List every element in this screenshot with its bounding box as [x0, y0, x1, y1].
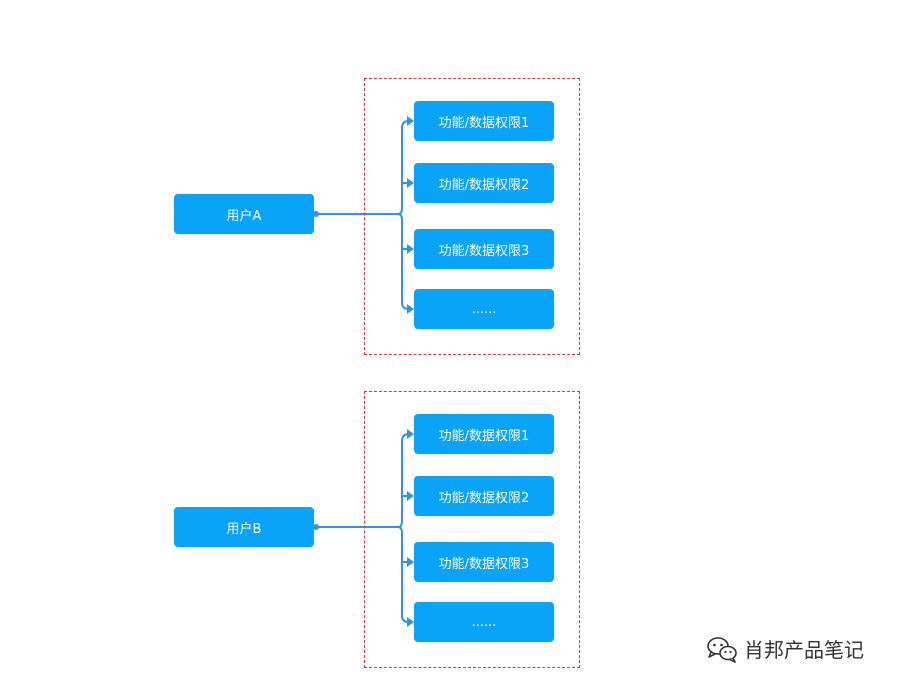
permission-node-b-2[interactable]: 功能/数据权限2 [414, 476, 554, 516]
arrowhead-icon [407, 491, 414, 501]
arrowheads-group-b [407, 429, 414, 627]
arrowhead-icon [407, 116, 414, 126]
connector-dot-user-b [313, 524, 319, 530]
connectors-group-b [316, 433, 410, 623]
watermark: 肖邦产品笔记 [706, 634, 864, 663]
connector-trunk-a-down [397, 213, 410, 310]
connector-trunk-a [397, 120, 410, 215]
user-node-a[interactable]: 用户A [174, 194, 314, 234]
permission-node-a-1[interactable]: 功能/数据权限1 [414, 101, 554, 141]
connector-trunk-b [397, 433, 410, 528]
permission-node-a-more[interactable]: ...... [414, 289, 554, 329]
permission-node-b-3[interactable]: 功能/数据权限3 [414, 542, 554, 582]
permission-node-a-2[interactable]: 功能/数据权限2 [414, 163, 554, 203]
wechat-icon [707, 636, 737, 663]
user-node-b[interactable]: 用户B [174, 507, 314, 547]
arrowhead-icon [407, 244, 414, 254]
arrowhead-icon [407, 557, 414, 567]
permission-node-b-more[interactable]: ...... [414, 602, 554, 642]
arrowhead-icon [407, 304, 414, 314]
arrowhead-icon [407, 429, 414, 439]
permission-node-a-3[interactable]: 功能/数据权限3 [414, 229, 554, 269]
arrowhead-icon [407, 178, 414, 188]
arrowheads-group-a [407, 116, 414, 314]
permission-group-box-a [364, 78, 580, 355]
connector-dot-user-a [313, 211, 319, 217]
permission-node-b-1[interactable]: 功能/数据权限1 [414, 414, 554, 454]
arrowhead-icon [407, 617, 414, 627]
connector-trunk-b-down [397, 526, 410, 623]
connectors-group-a [316, 120, 410, 310]
watermark-text: 肖邦产品笔记 [744, 638, 864, 662]
permission-group-box-b [364, 391, 580, 668]
